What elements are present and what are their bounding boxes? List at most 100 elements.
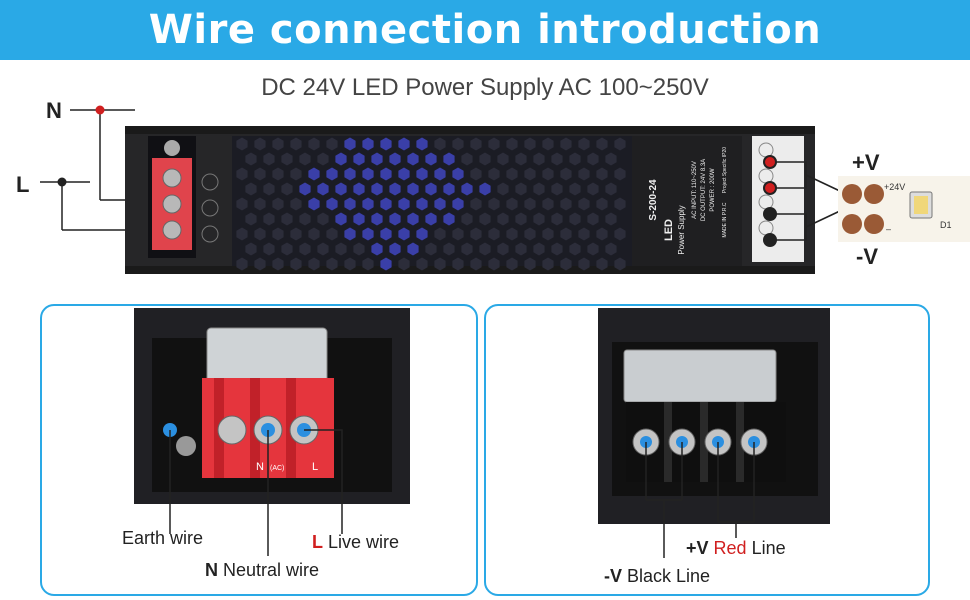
mesh-hole — [515, 152, 527, 166]
mesh-hole — [353, 152, 365, 166]
mesh-hole — [416, 137, 428, 151]
mesh-hole — [245, 152, 257, 166]
mesh-hole — [524, 197, 536, 211]
made-in-label: MADE IN P.R.C — [722, 202, 728, 237]
strip-minus: – — [886, 224, 891, 234]
mesh-hole — [389, 242, 401, 256]
neg-line-label: -V Black Line — [604, 566, 710, 587]
mesh-hole — [560, 167, 572, 181]
mesh-hole — [587, 152, 599, 166]
mesh-hole — [479, 242, 491, 256]
mesh-hole — [236, 197, 248, 211]
mesh-hole — [272, 137, 284, 151]
mesh-hole — [560, 257, 572, 271]
mesh-hole — [425, 182, 437, 196]
mesh-hole — [524, 167, 536, 181]
mesh-hole — [515, 212, 527, 226]
mesh-hole — [407, 212, 419, 226]
mesh-hole — [614, 137, 626, 151]
mesh-hole — [470, 257, 482, 271]
mesh-hole — [533, 212, 545, 226]
mesh-hole — [371, 152, 383, 166]
pos-output-label: +V — [852, 150, 880, 175]
mesh-hole — [407, 182, 419, 196]
mesh-hole — [524, 227, 536, 241]
mesh-hole — [551, 242, 563, 256]
mesh-hole — [398, 257, 410, 271]
live-wire-label: L Live wire — [312, 532, 399, 553]
mesh-hole — [398, 197, 410, 211]
mesh-hole — [614, 257, 626, 271]
mesh-hole — [488, 257, 500, 271]
output-terminal-panel: +V Red Line -V Black Line — [484, 304, 930, 596]
mesh-hole — [326, 197, 338, 211]
mesh-hole — [362, 257, 374, 271]
mesh-hole — [272, 257, 284, 271]
mesh-hole — [578, 197, 590, 211]
terminal-mark-l: L — [312, 461, 318, 473]
mesh-hole — [335, 212, 347, 226]
mesh-hole — [569, 242, 581, 256]
mesh-hole — [452, 167, 464, 181]
mesh-hole — [461, 212, 473, 226]
mesh-hole — [434, 137, 446, 151]
mesh-hole — [461, 242, 473, 256]
mesh-hole — [479, 152, 491, 166]
neutral-text: Neutral wire — [223, 560, 320, 580]
mesh-hole — [587, 242, 599, 256]
power-supply-unit — [125, 126, 815, 274]
mesh-hole — [533, 152, 545, 166]
mesh-hole — [353, 182, 365, 196]
mesh-hole — [335, 182, 347, 196]
mesh-hole — [362, 167, 374, 181]
mesh-hole — [371, 212, 383, 226]
mesh-hole — [542, 167, 554, 181]
mesh-hole — [488, 167, 500, 181]
mesh-hole — [596, 197, 608, 211]
mesh-hole — [497, 212, 509, 226]
mesh-hole — [272, 167, 284, 181]
mesh-hole — [569, 212, 581, 226]
mesh-hole — [308, 167, 320, 181]
mesh-hole — [326, 167, 338, 181]
mesh-hole — [281, 182, 293, 196]
mesh-hole — [308, 197, 320, 211]
mesh-hole — [470, 137, 482, 151]
mesh-hole — [542, 227, 554, 241]
mesh-hole — [362, 137, 374, 151]
mesh-hole — [407, 152, 419, 166]
mesh-hole — [542, 257, 554, 271]
mesh-hole — [578, 227, 590, 241]
mesh-hole — [398, 167, 410, 181]
mesh-hole — [299, 182, 311, 196]
mesh-hole — [434, 167, 446, 181]
mesh-hole — [569, 152, 581, 166]
mesh-hole — [542, 137, 554, 151]
mesh-hole — [317, 242, 329, 256]
mesh-hole — [290, 137, 302, 151]
mesh-hole — [344, 137, 356, 151]
mesh-hole — [443, 152, 455, 166]
mesh-hole — [479, 182, 491, 196]
mesh-hole — [497, 242, 509, 256]
mesh-hole — [353, 242, 365, 256]
input-terminal-panel: N (AC) L Earth wire N Neutral wire L Liv… — [40, 304, 478, 596]
terminal-mark-ac: (AC) — [270, 465, 284, 472]
mesh-hole — [371, 182, 383, 196]
title-banner: Wire connection introduction — [0, 0, 970, 60]
mesh-hole — [443, 182, 455, 196]
page-title: Wire connection introduction — [148, 7, 822, 53]
mesh-hole — [245, 242, 257, 256]
mesh-hole — [506, 227, 518, 241]
mesh-hole — [398, 227, 410, 241]
mesh-hole — [236, 137, 248, 151]
mesh-hole — [416, 197, 428, 211]
mesh-hole — [389, 212, 401, 226]
mesh-hole — [506, 197, 518, 211]
mesh-hole — [254, 137, 266, 151]
live-text: Live wire — [328, 532, 400, 552]
mesh-hole — [380, 257, 392, 271]
mesh-hole — [272, 227, 284, 241]
mesh-hole — [605, 152, 617, 166]
mesh-hole — [290, 257, 302, 271]
